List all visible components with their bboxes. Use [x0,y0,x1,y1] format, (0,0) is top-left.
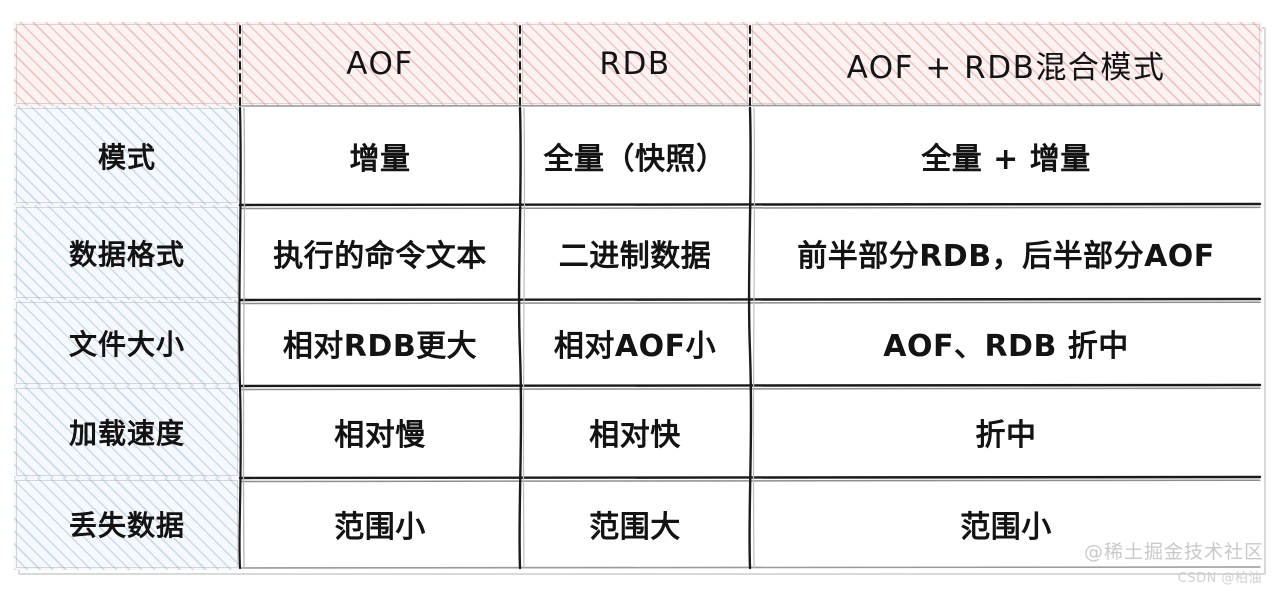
row-label-data-loss: 丢失数据 [14,478,240,570]
cell-text: 相对AOF小 [553,329,717,364]
cell-file-size-aof: 相对RDB更大 [240,300,520,386]
table-grid: AOF RDB AOF + RDB混合模式 模式 增量 全量（快照） 全量 + … [14,22,1262,570]
header-cell-rdb: RDB [520,22,750,106]
cell-text: 范围大 [589,510,681,545]
cell-file-size-rdb: 相对AOF小 [520,300,750,386]
cell-load-speed-rdb: 相对快 [520,386,750,478]
row-label-data-format: 数据格式 [14,205,240,300]
row-label-load-speed: 加载速度 [14,386,240,478]
cell-text: 前半部分RDB，后半部分AOF [797,238,1215,274]
cell-mode-rdb: 全量（快照） [520,106,750,205]
cell-data-format-rdb: 二进制数据 [520,205,750,300]
cell-load-speed-aof: 相对慢 [240,386,520,478]
cell-mode-hybrid: 全量 + 增量 [750,106,1262,205]
cell-text: 范围小 [334,510,426,545]
header-label-rdb: RDB [599,46,671,82]
cell-data-loss-aof: 范围小 [240,478,520,570]
row-label-mode: 模式 [14,106,240,205]
cell-data-format-aof: 执行的命令文本 [240,205,520,300]
cell-text: 执行的命令文本 [273,238,487,274]
comparison-table: AOF RDB AOF + RDB混合模式 模式 增量 全量（快照） 全量 + … [14,22,1266,575]
cell-text: 范围小 [960,510,1052,545]
cell-text: 折中 [975,418,1037,453]
cell-text: 相对快 [589,418,681,453]
cell-text: 二进制数据 [558,238,712,274]
watermark-primary: @稀土掘金技术社区 [1083,541,1264,563]
row-label-text: 数据格式 [68,237,185,271]
cell-data-format-hybrid: 前半部分RDB，后半部分AOF [750,205,1262,300]
cell-text: 相对慢 [334,418,426,453]
cell-text: 相对RDB更大 [282,329,478,364]
cell-data-loss-hybrid: 范围小 [750,478,1262,570]
row-label-text: 模式 [97,140,156,174]
cell-mode-aof: 增量 [240,106,520,205]
header-cell-aof: AOF [240,22,520,106]
cell-text: AOF、RDB 折中 [883,329,1129,364]
header-label-hybrid: AOF + RDB混合模式 [846,49,1166,86]
cell-file-size-hybrid: AOF、RDB 折中 [750,300,1262,386]
cell-text: 全量 + 增量 [921,141,1091,177]
cell-text: 全量（快照） [543,141,727,177]
row-label-text: 加载速度 [68,417,185,450]
cell-text: 增量 [349,141,411,177]
header-label-aof: AOF [346,46,414,82]
row-label-text: 文件大小 [68,328,185,361]
header-cell-hybrid: AOF + RDB混合模式 [750,22,1262,106]
row-label-text: 丢失数据 [68,509,185,542]
header-cell-corner [14,22,240,106]
cell-load-speed-hybrid: 折中 [750,386,1262,478]
row-label-file-size: 文件大小 [14,300,240,386]
watermark-secondary: CSDN @柏油 [1177,571,1262,586]
cell-data-loss-rdb: 范围大 [520,478,750,570]
